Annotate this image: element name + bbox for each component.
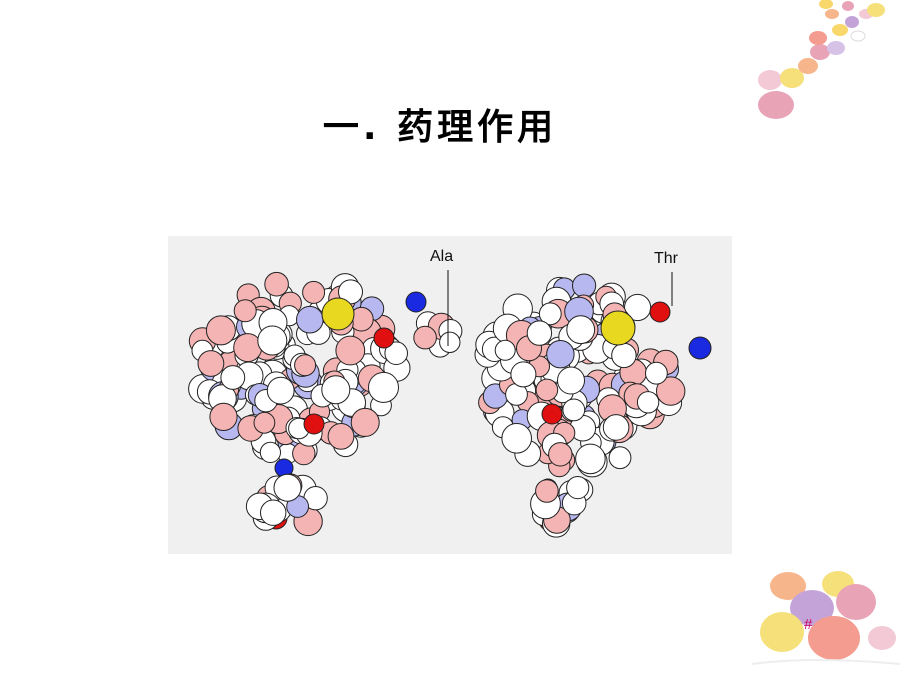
slide-title: 一. 药理作用: [322, 107, 558, 148]
atom-sphere: [205, 315, 236, 346]
atom-sphere: [636, 391, 660, 414]
atom-sphere: [197, 350, 225, 377]
protein-models: [188, 270, 712, 538]
atom-sphere: [656, 376, 686, 406]
atom-sphere: [296, 305, 324, 334]
atom-sphere: [302, 280, 326, 304]
atom-sphere: [253, 411, 276, 434]
atom-sphere: [535, 479, 559, 503]
atom-sphere: [611, 342, 637, 369]
atom-sphere: [541, 403, 563, 425]
atom-sphere: [600, 310, 636, 346]
atom-sphere: [501, 423, 533, 454]
atom-sphere: [649, 301, 671, 323]
atom-sphere: [368, 371, 399, 403]
atom-sphere: [538, 302, 562, 326]
atom-sphere: [608, 446, 632, 470]
atom-sphere: [384, 341, 408, 365]
atom-sphere: [546, 340, 575, 369]
atom-sphere: [566, 315, 596, 345]
page-number: #: [804, 616, 813, 633]
atom-sphere: [264, 271, 289, 297]
atom-sphere: [572, 273, 597, 298]
atom-sphere: [439, 331, 461, 354]
atom-sphere: [233, 299, 257, 323]
atom-sphere: [526, 320, 553, 346]
atom-sphere: [548, 442, 573, 467]
atom-sphere: [557, 366, 585, 395]
atom-sphere: [233, 333, 263, 363]
atom-sphere: [303, 413, 325, 435]
atom-sphere: [405, 291, 427, 313]
atom-sphere: [373, 327, 395, 349]
atom-sphere: [566, 476, 590, 500]
atom-sphere: [645, 361, 668, 385]
atom-sphere: [321, 297, 355, 331]
atom-sphere: [321, 375, 351, 405]
atom-sphere: [688, 336, 712, 360]
candy-decoration-top: [748, 0, 900, 130]
atom-sphere: [273, 473, 302, 502]
atom-sphere: [510, 361, 537, 388]
label-thr: Thr: [654, 250, 678, 267]
atom-sphere: [257, 325, 288, 356]
atom-sphere: [575, 443, 606, 475]
protein-structure-figure: Ala Thr: [168, 236, 732, 554]
atom-sphere: [562, 398, 586, 422]
atom-sphere: [535, 378, 559, 402]
atom-sphere: [260, 499, 287, 526]
atom-sphere: [209, 402, 238, 431]
atom-sphere: [259, 441, 282, 463]
label-ala: Ala: [430, 248, 454, 265]
candy-decoration-bottom: [752, 571, 900, 665]
atom-sphere: [220, 365, 246, 390]
atom-sphere: [335, 335, 366, 366]
atom-sphere: [413, 325, 437, 350]
atom-sphere: [327, 423, 355, 450]
atom-sphere: [294, 354, 317, 377]
atom-sphere: [350, 407, 380, 437]
atom-sphere: [494, 339, 516, 361]
atom-sphere: [602, 414, 630, 441]
atom-sphere: [266, 376, 295, 405]
